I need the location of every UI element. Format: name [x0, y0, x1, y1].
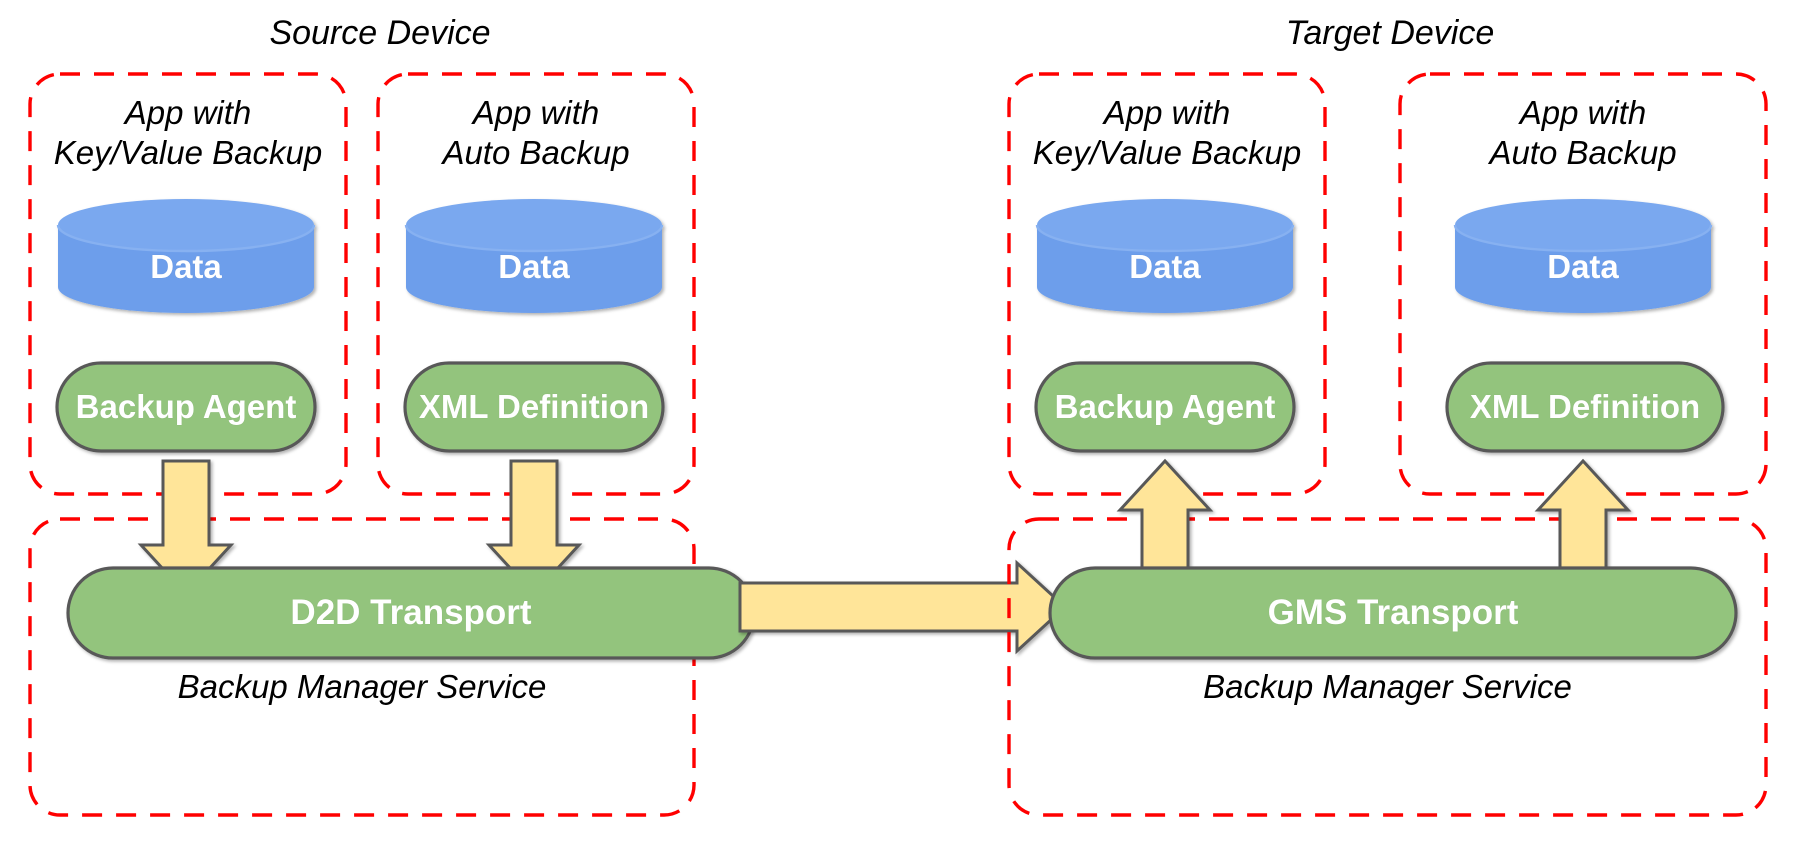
- source-data-label-1: Data: [150, 248, 222, 285]
- source-data-cylinder-1: [56, 199, 316, 313]
- source-xml-definition-shape[interactable]: [403, 361, 665, 453]
- source-app-container-auto: [376, 72, 696, 496]
- target-data-label-2: Data: [1547, 248, 1619, 285]
- source-app-1-caption: App with Key/Value Backup: [30, 93, 346, 173]
- target-app-1-caption: App with Key/Value Backup: [1009, 93, 1325, 173]
- source-app-1-caption-line2: Key/Value Backup: [53, 134, 323, 171]
- target-app-1-caption-line2: Key/Value Backup: [1032, 134, 1302, 171]
- source-backup-manager-service-container: [28, 517, 696, 817]
- source-backup-agent-shape[interactable]: [55, 361, 317, 453]
- target-app-container-auto: [1398, 72, 1768, 496]
- gms-transport-shape[interactable]: [1048, 566, 1738, 660]
- source-device-title: Source Device: [269, 14, 491, 52]
- target-app-container-keyvalue: [1007, 72, 1327, 496]
- target-app-2-caption-line1: App with: [1519, 94, 1647, 131]
- target-service-caption: Backup Manager Service: [1203, 668, 1572, 705]
- source-app-2-caption: App with Auto Backup: [378, 93, 694, 173]
- source-data-label-2: Data: [498, 248, 570, 285]
- target-backup-agent-label[interactable]: Backup Agent: [1054, 388, 1276, 425]
- source-backup-agent-label[interactable]: Backup Agent: [75, 388, 297, 425]
- target-app-2-caption: App with Auto Backup: [1400, 93, 1766, 173]
- source-app-2-caption-line1: App with: [472, 94, 600, 131]
- target-backup-agent-shape[interactable]: [1034, 361, 1296, 453]
- d2d-transport-label[interactable]: D2D Transport: [290, 593, 532, 632]
- target-backup-manager-service-container: [1007, 517, 1768, 817]
- target-xml-definition-label[interactable]: XML Definition: [1469, 388, 1701, 425]
- source-app-2-caption-line2: Auto Backup: [442, 134, 630, 171]
- target-data-cylinder-2: [1453, 199, 1713, 313]
- gms-transport-label[interactable]: GMS Transport: [1267, 593, 1519, 632]
- target-data-cylinder-1: [1035, 199, 1295, 313]
- target-data-label-1: Data: [1129, 248, 1201, 285]
- source-app-1-caption-line1: App with: [124, 94, 252, 131]
- source-xml-definition-label[interactable]: XML Definition: [418, 388, 650, 425]
- target-app-2-caption-line2: Auto Backup: [1489, 134, 1677, 171]
- target-app-1-caption-line1: App with: [1103, 94, 1231, 131]
- source-service-caption: Backup Manager Service: [177, 668, 547, 705]
- source-data-cylinder-2: [404, 199, 664, 313]
- target-xml-definition-shape[interactable]: [1445, 361, 1725, 453]
- target-device-title: Target Device: [1285, 14, 1495, 52]
- arrow-d2d-to-gms: [738, 559, 1068, 655]
- source-app-container-keyvalue: [28, 72, 348, 496]
